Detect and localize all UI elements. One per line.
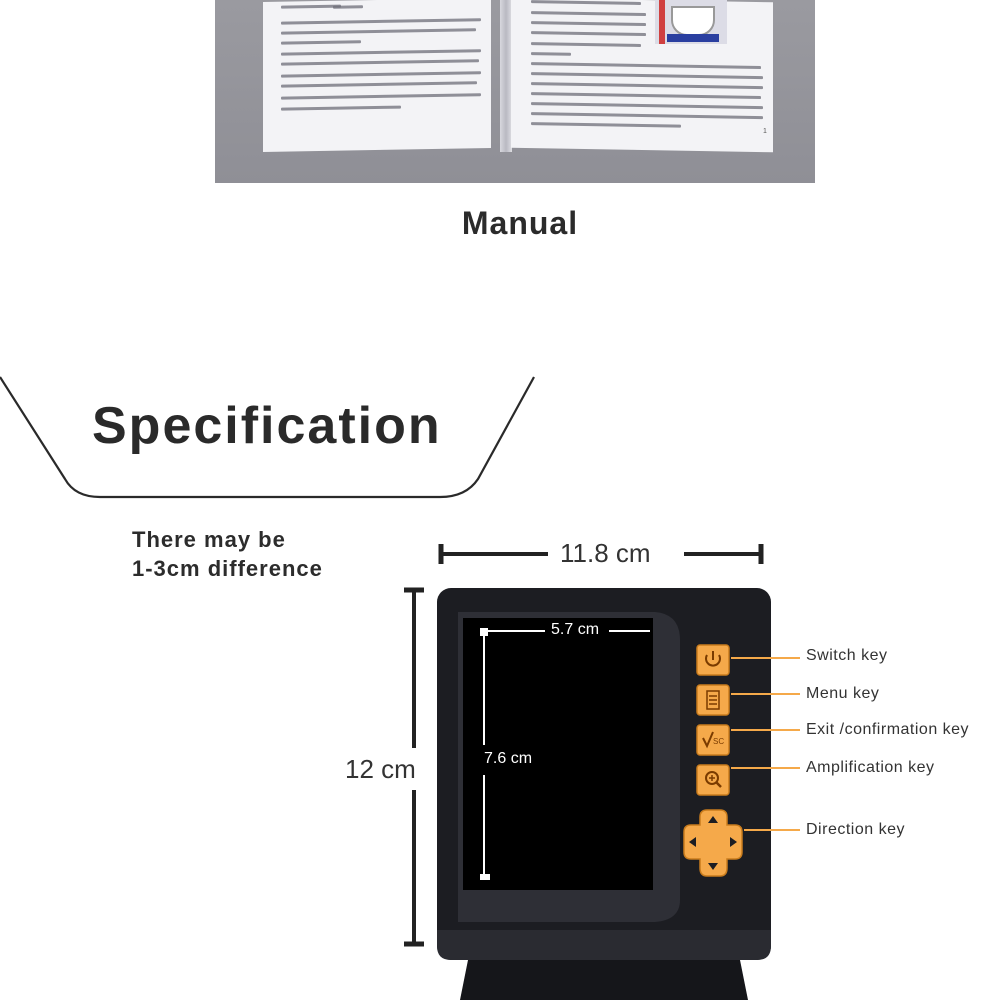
menu-key-button[interactable] [696,684,730,716]
width-dimension-label: 11.8 cm [560,538,651,568]
manual-photo: 1 [215,0,815,183]
zoom-icon [705,771,722,788]
switch-key-button[interactable] [696,644,730,676]
exit-confirmation-key-label: Exit /confirmation key [806,721,970,738]
manual-caption: Manual [461,205,579,241]
specification-banner-frame [0,376,535,499]
amplification-key-label: Amplification key [806,759,935,776]
height-dimension-line [404,587,424,947]
difference-note-line2: 1-3cm difference [132,556,323,581]
arrow-right-icon [730,837,737,847]
menu-icon [706,690,720,710]
width-dimension-line [438,544,764,564]
device-screen [463,618,653,890]
key-leader-lines [731,657,800,831]
power-icon [705,651,721,667]
difference-note-line1: There may be [132,527,286,552]
manual-device-illustration [655,0,727,44]
esc-icon: SC [702,731,724,749]
arrow-up-icon [708,816,718,823]
switch-key-label: Switch key [806,647,888,664]
specification-title: Specification [92,397,442,455]
direction-key-label: Direction key [806,821,905,838]
height-dimension-label: 12 cm [345,754,416,784]
svg-text:SC: SC [713,737,724,746]
device-stand [460,960,748,1000]
menu-key-label: Menu key [806,685,880,702]
screen-width-label: 5.7 cm [551,621,600,638]
manual-page-number: 1 [763,128,767,135]
screen-height-label: 7.6 cm [484,750,533,767]
manual-fold [500,0,512,152]
exit-confirmation-key-button[interactable]: SC [696,724,730,756]
arrow-down-icon [708,863,718,870]
amplification-key-button[interactable] [696,764,730,796]
direction-key-pad[interactable] [683,809,743,877]
arrow-left-icon [689,837,696,847]
direction-pad-icon [689,816,737,870]
difference-note: There may be 1-3cm difference [132,525,323,583]
